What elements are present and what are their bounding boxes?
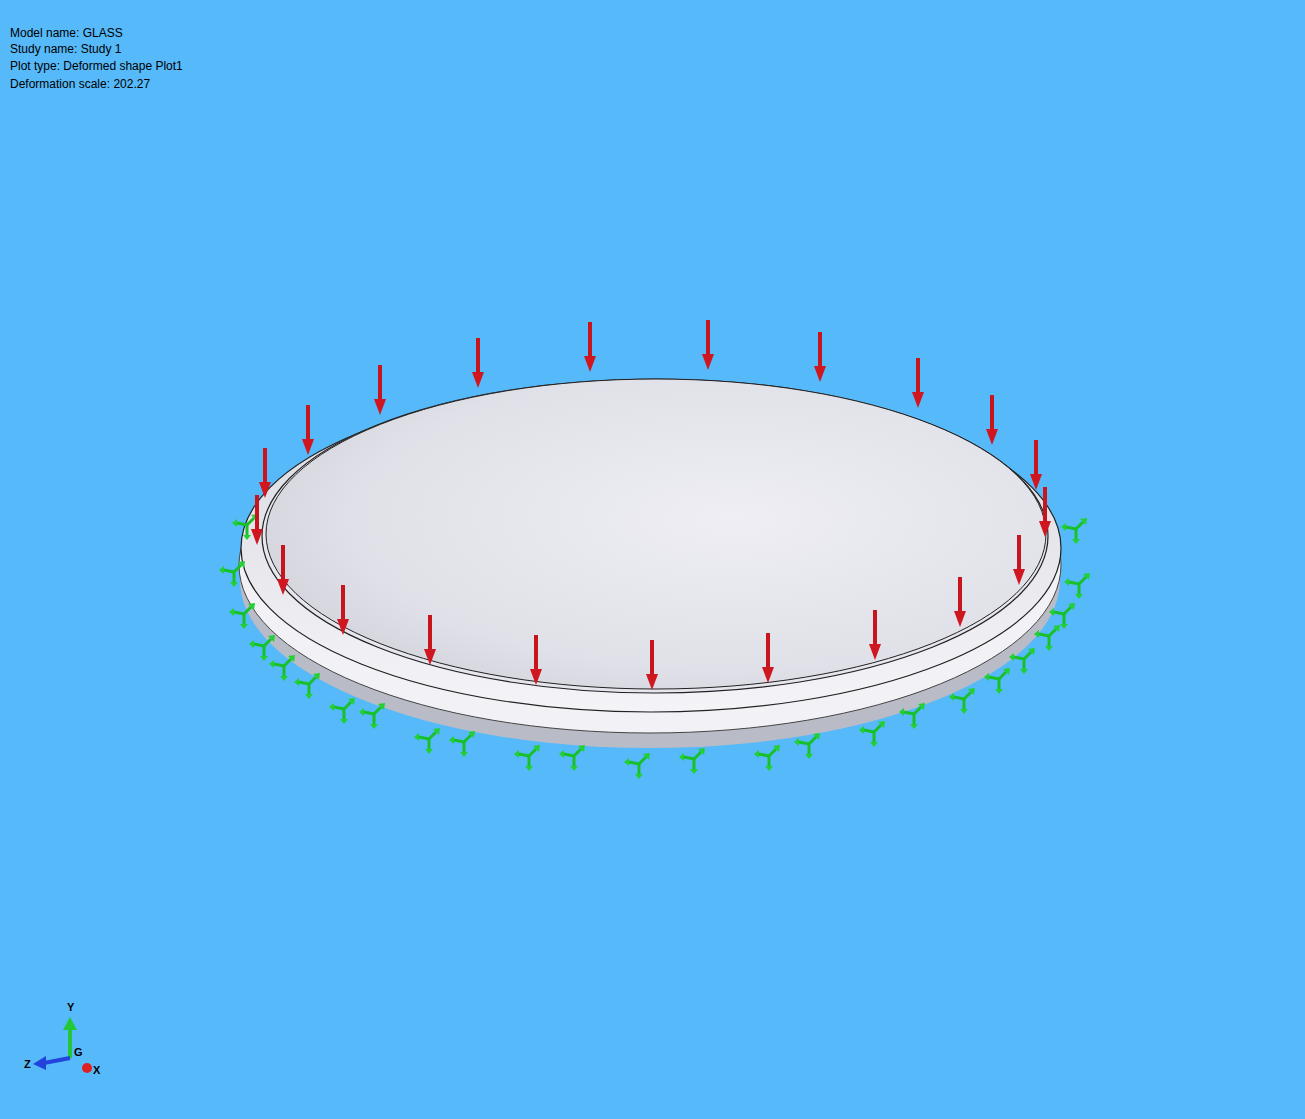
fixture-symbols — [219, 514, 1090, 779]
load-arrows — [251, 320, 1051, 690]
axis-label: X — [93, 1063, 100, 1077]
plot-info: Study name: Study 1 — [10, 42, 121, 56]
disk — [239, 379, 1061, 748]
axis-label: G — [74, 1045, 83, 1059]
axis-label: Z — [24, 1057, 31, 1071]
plot-info: Model name: GLASS — [10, 26, 123, 40]
axis-triad — [33, 1017, 92, 1073]
plot-info: Plot type: Deformed shape Plot1 — [10, 59, 183, 73]
plot-info: Deformation scale: 202.27 — [10, 77, 150, 91]
axis-label: Y — [67, 1000, 74, 1014]
